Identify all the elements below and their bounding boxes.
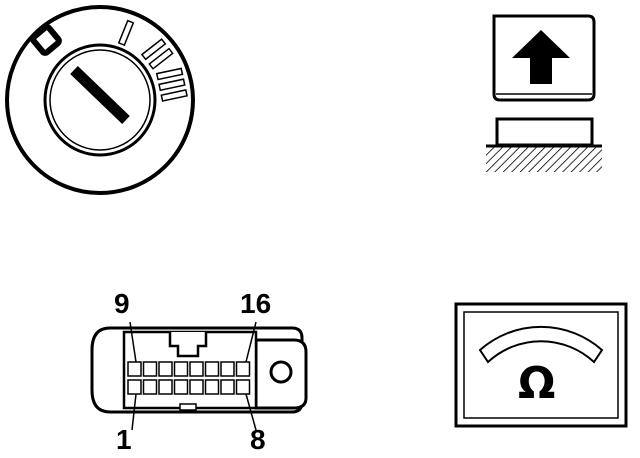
- connector-pin: [204, 361, 220, 377]
- pin-label-8: 8: [250, 424, 266, 455]
- connector-pin: [158, 379, 173, 395]
- connector-pin: [173, 361, 189, 377]
- connector-pin: [189, 361, 204, 377]
- connector-pin: [127, 379, 142, 395]
- pin-leader-line: [245, 393, 257, 431]
- pin-leader-line: [129, 321, 137, 363]
- up-arrow-icon: [512, 30, 570, 84]
- ignition-key-switch-icon: [5, 5, 195, 195]
- pin-label-1: 1: [116, 424, 132, 455]
- pin-label-9: 9: [114, 288, 130, 319]
- connector-pin: [220, 379, 235, 395]
- diagnostic-connector-icon: [90, 321, 308, 431]
- connector-pin: [158, 361, 173, 377]
- connector-pin: [204, 379, 220, 395]
- connector-pin: [127, 361, 142, 377]
- connector-pin: [189, 379, 204, 395]
- press-button-diagram: [480, 8, 605, 180]
- press-down-button-icon: [486, 14, 602, 172]
- pin-leader-line: [131, 393, 137, 431]
- connector-pin: [173, 379, 189, 395]
- ohmmeter-icon: [454, 302, 628, 428]
- connector-pin: [235, 379, 251, 395]
- connector-pin: [235, 361, 251, 377]
- connector-pin-grid: [127, 321, 257, 431]
- connector-pin: [220, 361, 235, 377]
- pin-label-16: 16: [240, 288, 272, 319]
- ignition-switch: [0, 0, 200, 200]
- ohm-symbol: Ω: [518, 358, 556, 409]
- diagnostic-connector: 9 16 1 8: [80, 280, 320, 458]
- ohmmeter: Ω: [452, 300, 632, 430]
- connector-pin: [142, 379, 158, 395]
- pin-leader-line: [245, 321, 257, 363]
- connector-pin: [142, 361, 158, 377]
